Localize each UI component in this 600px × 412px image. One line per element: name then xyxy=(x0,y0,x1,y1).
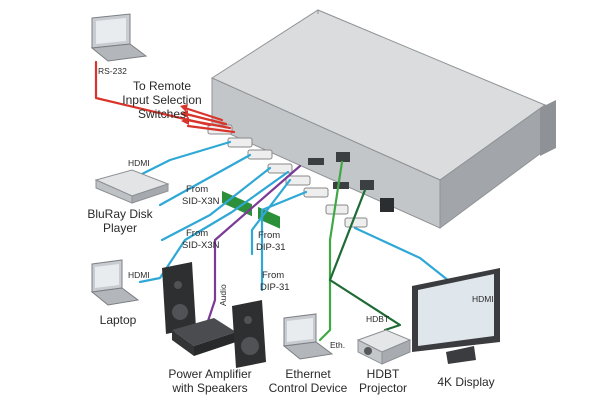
hdbt-projector-device xyxy=(356,329,412,365)
label-hdmi-display: HDMI xyxy=(472,294,494,304)
remote-arrow-1 xyxy=(180,104,188,112)
speaker-right-tweeter xyxy=(244,316,252,324)
speaker-right xyxy=(232,300,266,368)
label-remote-line-1: To Remote xyxy=(133,79,191,93)
rs232-cable xyxy=(94,60,212,127)
plug-2 xyxy=(227,137,253,148)
hdmi-bluray-cable xyxy=(128,140,232,182)
label-ethernet-line-2: Control Device xyxy=(269,381,348,395)
ethernet-laptop-base xyxy=(282,341,334,360)
label-bluray-line-1: BluRay Disk xyxy=(87,207,153,221)
plug-7 xyxy=(325,204,349,215)
ethernet-cable xyxy=(318,160,344,342)
sid-cable-2 xyxy=(160,166,272,242)
laptop-left-base xyxy=(90,287,140,306)
label-remote-line-2: Input Selection xyxy=(122,93,201,107)
dip-cable-2 xyxy=(260,190,308,292)
bluray-side xyxy=(131,183,169,204)
sid-cable-1 xyxy=(158,153,252,207)
ethernet-laptop-screen-inner xyxy=(287,318,313,342)
remote-arrow-2 xyxy=(180,110,188,118)
label-from-sid-1-line-1: From xyxy=(186,184,208,195)
plug-8 xyxy=(344,217,368,228)
remote-cable-4 xyxy=(186,124,236,134)
laptop-top-screen-inner xyxy=(96,18,126,44)
laptop-left-screen-inner xyxy=(95,264,119,288)
label-power-amp-line-1: Power Amplifier xyxy=(168,367,251,381)
label-from-dip-2-line-2: DIP-31 xyxy=(260,282,290,293)
speaker-left-woofer xyxy=(172,304,188,320)
projector-lens xyxy=(364,347,372,355)
terminal-block-1 xyxy=(222,190,252,217)
label-hdbt-projector-line-1: HDBT xyxy=(367,367,400,381)
remote-cable-1 xyxy=(183,106,224,122)
projector-side xyxy=(381,339,411,365)
label-remote-line-3: Switches xyxy=(138,107,186,121)
speaker-left-tweeter xyxy=(174,281,182,289)
bluray-player xyxy=(94,169,170,204)
hdbt-cable xyxy=(328,188,402,332)
label-hdmi-laptop: HDMI xyxy=(128,270,150,280)
label-hdbt-cable: HDBT xyxy=(366,314,389,324)
label-bluray-line-2: Player xyxy=(103,221,137,235)
label-laptop: Laptop xyxy=(100,313,137,327)
hdmi-port-1 xyxy=(308,158,324,165)
label-hdbt-projector-line-2: Projector xyxy=(359,381,407,395)
hdmi-port-2 xyxy=(333,182,349,189)
hdbt-port xyxy=(360,180,374,190)
remote-cable-3 xyxy=(185,118,232,130)
label-rs232: RS-232 xyxy=(98,66,127,76)
amp-top xyxy=(172,318,236,346)
power-connector xyxy=(380,198,394,212)
switcher-rack-ear xyxy=(540,100,556,156)
laptop-top-device xyxy=(90,13,148,62)
plug-5 xyxy=(285,175,311,186)
display-screen xyxy=(418,274,494,346)
audio-cable xyxy=(203,164,302,332)
hdmi-laptop-cable xyxy=(138,170,290,284)
label-from-sid-2-line-2: SID-X3N xyxy=(182,240,220,251)
dip-cable-1 xyxy=(250,178,292,256)
speaker-left xyxy=(162,262,196,334)
label-from-sid-2-line-1: From xyxy=(186,228,208,239)
amp-front xyxy=(172,330,194,356)
label-from-dip-2-line-1: From xyxy=(262,270,284,281)
speaker-right-woofer xyxy=(241,337,259,355)
power-amp-device xyxy=(162,262,266,368)
label-ethernet-line-1: Ethernet xyxy=(285,367,331,381)
label-audio: Audio xyxy=(218,284,228,306)
ethernet-control-device xyxy=(282,313,334,360)
display-stand xyxy=(446,346,476,364)
label-from-dip-1-line-2: DIP-31 xyxy=(256,242,286,253)
4k-display-device xyxy=(412,268,500,364)
ethernet-port xyxy=(336,152,350,162)
remote-arrow-3 xyxy=(181,117,189,125)
label-hdmi-bluray: HDMI xyxy=(128,158,150,168)
label-from-sid-1-line-2: SID-X3N xyxy=(182,196,220,207)
label-4k-display: 4K Display xyxy=(437,375,494,389)
label-eth: Eth. xyxy=(330,340,345,350)
plug-6 xyxy=(303,187,329,198)
laptop-top-base xyxy=(90,43,148,62)
terminal-block-2 xyxy=(258,206,280,229)
plug-3 xyxy=(247,149,273,160)
label-from-dip-1-line-1: From xyxy=(258,230,280,241)
switcher-device xyxy=(207,9,556,229)
label-power-amp-line-2: with Speakers xyxy=(171,381,247,395)
laptop-left-device xyxy=(90,259,140,306)
remote-cable-2 xyxy=(184,112,228,126)
amp-side xyxy=(194,332,236,356)
